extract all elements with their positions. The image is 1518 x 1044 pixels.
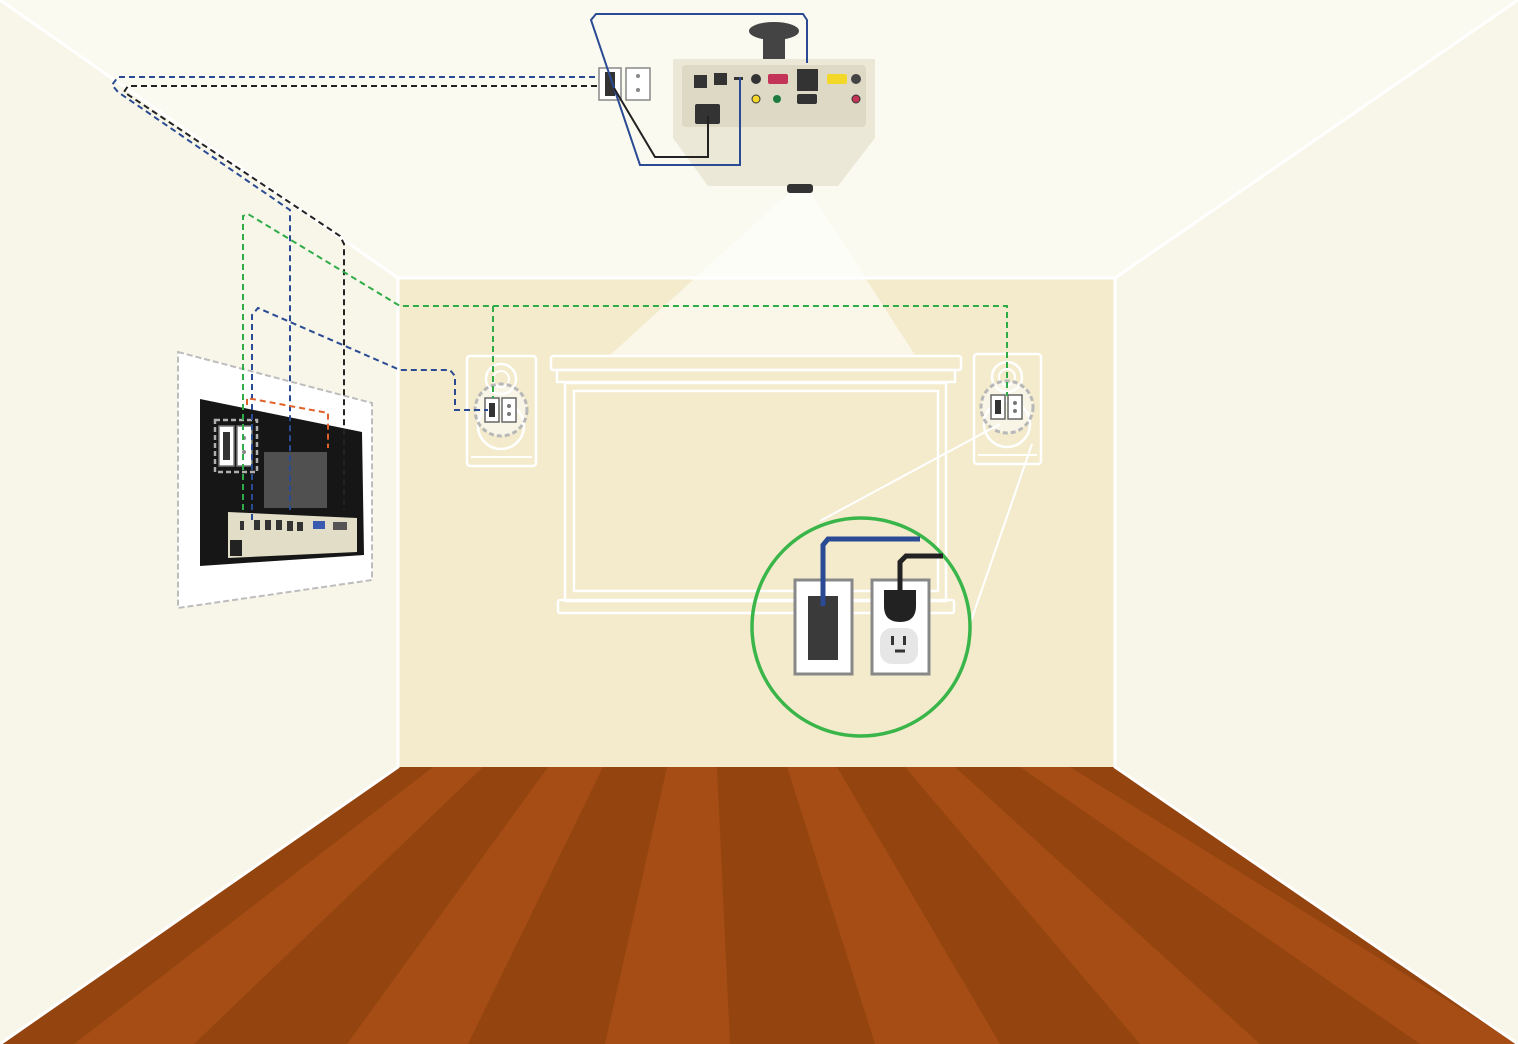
right-speaker bbox=[972, 352, 1043, 466]
left-speaker-outlet-highlight bbox=[473, 382, 529, 438]
wall-panel-power-port bbox=[230, 540, 242, 556]
projector-black-cable bbox=[613, 87, 709, 158]
outlet-callout bbox=[750, 423, 1033, 738]
wall-panel-ports bbox=[240, 520, 347, 531]
callout-circle bbox=[750, 516, 972, 738]
back-wall bbox=[398, 278, 1115, 767]
right-speaker-outlets bbox=[990, 394, 1023, 420]
projector-connector-panel bbox=[682, 65, 866, 127]
green-speaker-run bbox=[242, 212, 1008, 510]
blue-signal-run-speaker bbox=[251, 306, 488, 520]
projector bbox=[673, 59, 875, 193]
wall-control-panel bbox=[177, 350, 373, 610]
right-wall bbox=[1115, 0, 1518, 1044]
callout-blue-cable bbox=[820, 536, 920, 606]
projector-blue-cable bbox=[589, 13, 808, 166]
right-speaker-outlet-highlight bbox=[979, 379, 1035, 435]
projector-light-beam bbox=[610, 192, 915, 355]
projector-cables bbox=[589, 13, 808, 166]
orange-internal-run bbox=[246, 396, 329, 448]
wall-panel-connector-strip bbox=[228, 512, 357, 558]
projector-ports bbox=[694, 69, 861, 124]
projector-power-inlet bbox=[695, 104, 720, 124]
callout-power-plug bbox=[884, 590, 916, 622]
callout-black-cable bbox=[897, 553, 943, 592]
projector-lens bbox=[787, 184, 813, 193]
cable-runs bbox=[110, 76, 1008, 520]
floor bbox=[0, 767, 1518, 1044]
blue-signal-run-panel bbox=[110, 76, 605, 510]
wall-panel-display bbox=[264, 452, 327, 508]
